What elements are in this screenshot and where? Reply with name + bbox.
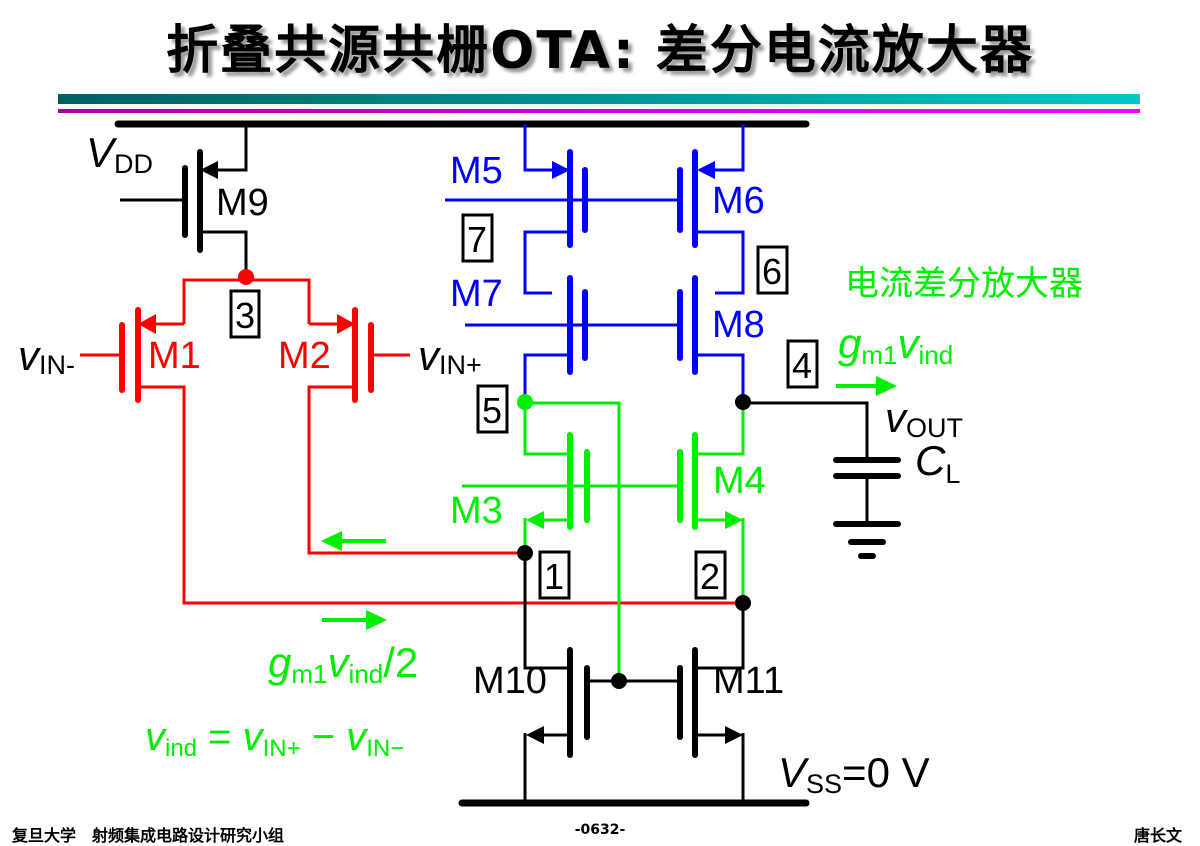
footer-affiliation: 复旦大学 射频集成电路设计研究小组 xyxy=(12,826,285,845)
node-label-5: 5 xyxy=(482,390,502,431)
gate-bias-dot xyxy=(611,673,627,689)
node-label-6: 6 xyxy=(762,251,782,292)
label-m8: M8 xyxy=(712,304,765,346)
label-m9: M9 xyxy=(216,182,269,224)
label-m10: M10 xyxy=(473,660,547,702)
label-m6: M6 xyxy=(712,180,765,222)
node-labels: 3 7 6 4 5 1 2 xyxy=(229,213,819,600)
node-1-dot xyxy=(517,545,533,561)
caption-current-diff-amp: 电流差分放大器 xyxy=(845,265,1083,303)
cl-label: CL xyxy=(915,437,960,489)
arrow-output-current xyxy=(836,376,897,396)
node-label-4: 4 xyxy=(792,345,812,386)
load-capacitor xyxy=(743,401,901,559)
label-m7: M7 xyxy=(450,273,503,315)
gm-vind-half-label: gm1vind/2 xyxy=(268,639,418,689)
node-3-dot xyxy=(238,269,254,285)
label-m3: M3 xyxy=(450,490,503,532)
input-pair-m1-m2 xyxy=(80,278,743,605)
label-m1: M1 xyxy=(148,335,201,377)
vdd-label: VDD xyxy=(86,129,153,179)
header-teal-bar xyxy=(58,94,1140,104)
node-label-2: 2 xyxy=(700,556,720,597)
vin-minus-label: vIN- xyxy=(18,332,75,380)
vin-plus-label: vIN+ xyxy=(418,332,482,380)
nmos-cascode-m3-m4 xyxy=(462,401,745,681)
arrow-left-current xyxy=(321,531,386,551)
pmos-cascode-m5-m8 xyxy=(445,124,745,401)
node-2-dot xyxy=(735,595,751,611)
gm-vind-label: gm1vind xyxy=(838,320,953,370)
label-m2: M2 xyxy=(278,335,331,377)
header-magenta-bar xyxy=(58,109,1140,113)
nmos-current-sources-m10-m11 xyxy=(523,553,745,803)
vind-equation: vind = vIN+ − vIN− xyxy=(145,715,404,762)
node-label-3: 3 xyxy=(235,295,255,336)
node-label-1: 1 xyxy=(544,556,564,597)
vout-label: vOUT xyxy=(885,394,963,443)
footer-page-number: -0632- xyxy=(574,822,626,838)
label-m11: M11 xyxy=(713,660,784,702)
arrow-right-current xyxy=(322,610,387,630)
node-5-dot xyxy=(517,394,533,410)
slide-title: 折叠共源共栅OTA: 差分电流放大器 xyxy=(166,21,1034,81)
transistor-m9 xyxy=(120,124,248,276)
label-m4: M4 xyxy=(713,460,766,502)
footer-author: 唐长文 xyxy=(1133,826,1182,845)
label-m5: M5 xyxy=(450,150,503,192)
vss-label: VSS=0 V xyxy=(778,749,930,799)
node-label-7: 7 xyxy=(467,219,487,260)
